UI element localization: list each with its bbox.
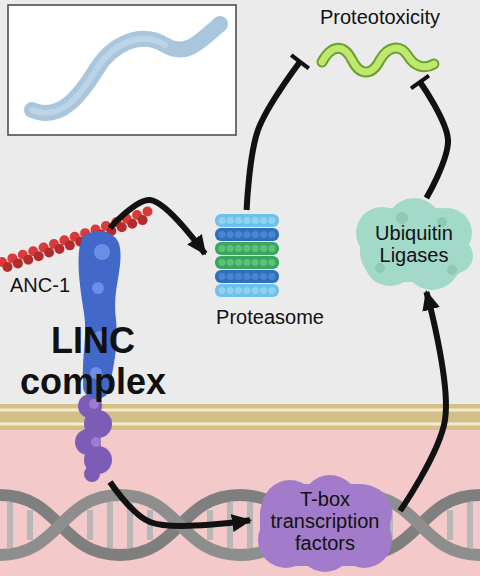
proteasome-subunit [227, 231, 234, 238]
nuclear-envelope [0, 404, 480, 430]
protein-node: ANC-1LINC complex [8, 228, 178, 482]
node-label: Ubiquitin Ligases [352, 222, 476, 266]
proteasome-subunit [227, 273, 234, 280]
proteasome-subunit [268, 273, 275, 280]
proteasome-ring [215, 214, 279, 227]
proteasome-subunit [218, 287, 225, 294]
anc1-texture [92, 282, 104, 294]
proteasome-subunit [227, 217, 234, 224]
proteasome-subunit [218, 231, 225, 238]
worm-highlight [32, 39, 165, 113]
proteasome-subunit [243, 259, 250, 266]
proteasome-subunit [218, 217, 225, 224]
proteasome-ring [215, 256, 279, 269]
proteasome-subunit [252, 259, 259, 266]
proteasome-subunit [268, 217, 275, 224]
protein-node: Proteotoxicity [300, 4, 460, 82]
proteasome-subunit [268, 259, 275, 266]
ligase-texture [447, 265, 457, 275]
proteasome-subunit [243, 273, 250, 280]
protein-node: T-box transcription factors [250, 478, 400, 572]
proteasome-subunit [227, 259, 234, 266]
proteasome-subunit [260, 245, 267, 252]
activation-arrow [110, 482, 250, 526]
membrane-line [0, 409, 480, 412]
inhibition-arrow [247, 62, 300, 210]
proteasome-subunit [218, 259, 225, 266]
proteasome-subunit [235, 217, 242, 224]
node-label: Proteotoxicity [300, 6, 460, 29]
proteasome-subunit [235, 259, 242, 266]
actin-filament [2, 211, 150, 262]
sun-protein-texture [91, 437, 101, 447]
inset-frame [8, 5, 236, 135]
activation-arrow [400, 292, 446, 511]
inhibition-arrow [420, 82, 448, 198]
node-label: Proteasome [205, 306, 335, 329]
proteasome-subunit [268, 231, 275, 238]
proteasome-ring [215, 242, 279, 255]
activation-arrow [110, 200, 205, 254]
membrane-line [0, 423, 480, 426]
proteasome-subunit [260, 287, 267, 294]
misfolded-protein [322, 48, 434, 72]
proteasome-subunit [227, 287, 234, 294]
proteasome-subunit [268, 245, 275, 252]
proteasome-subunit [252, 287, 259, 294]
proteasome-subunit [235, 287, 242, 294]
proteasome-subunit [252, 217, 259, 224]
proteasome-subunit [235, 245, 242, 252]
proteasome-subunit [243, 245, 250, 252]
proteasome-ring [215, 228, 279, 241]
protein-node: Proteasome [205, 210, 335, 335]
worm-body [32, 24, 220, 113]
proteasome-subunit [268, 287, 275, 294]
proteasome-subunit [243, 231, 250, 238]
proteasome-subunit [260, 259, 267, 266]
proteasome-ring [215, 284, 279, 297]
complex-label: LINC complex [8, 320, 178, 402]
proteasome-subunit [260, 273, 267, 280]
proteasome-subunit [227, 245, 234, 252]
proteasome-subunit [218, 273, 225, 280]
proteasome-ring [215, 270, 279, 283]
proteasome-subunit [252, 273, 259, 280]
proteasome-subunit [243, 287, 250, 294]
protein-node: Ubiquitin Ligases [352, 198, 476, 292]
proteasome-subunit [260, 217, 267, 224]
proteasome-subunit [260, 231, 267, 238]
anc1-texture [94, 244, 110, 260]
proteasome-subunit [235, 273, 242, 280]
proteasome-subunit [252, 245, 259, 252]
proteasome-subunit [243, 217, 250, 224]
node-label: T-box transcription factors [250, 488, 400, 554]
misfolded-protein-outline [322, 48, 434, 72]
proteasome-subunit [252, 231, 259, 238]
proteasome-subunit [235, 231, 242, 238]
node-label: ANC-1 [10, 274, 74, 297]
sun-protein [84, 466, 100, 482]
proteasome-subunit [218, 245, 225, 252]
